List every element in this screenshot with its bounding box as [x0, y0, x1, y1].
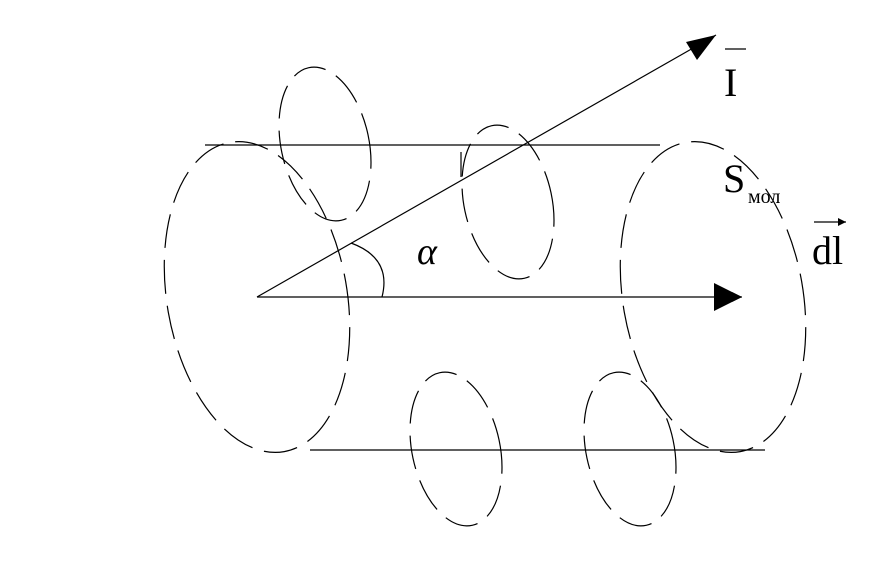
- angle-label: α: [417, 231, 438, 273]
- dl-label-overarrow-head: [838, 218, 846, 226]
- current-vector: [256, 34, 717, 298]
- molecular-loop-bottom-right: [583, 371, 677, 527]
- cylinder-left-end: [163, 140, 351, 454]
- area-label-subscript: мол: [748, 186, 780, 208]
- cylinder-right-end: [619, 140, 807, 454]
- molecular-loop-bottom-left: [409, 371, 503, 527]
- current-vector-arrowhead: [686, 35, 716, 60]
- length-element-label: dl: [812, 228, 843, 273]
- angle-arc: [350, 242, 385, 298]
- molecular-loop-top-left: [278, 66, 372, 222]
- dl-vector-arrowhead: [714, 283, 742, 311]
- molecular-loop-top-middle: [461, 124, 555, 280]
- area-label: S: [723, 156, 745, 201]
- current-label: I: [724, 60, 737, 105]
